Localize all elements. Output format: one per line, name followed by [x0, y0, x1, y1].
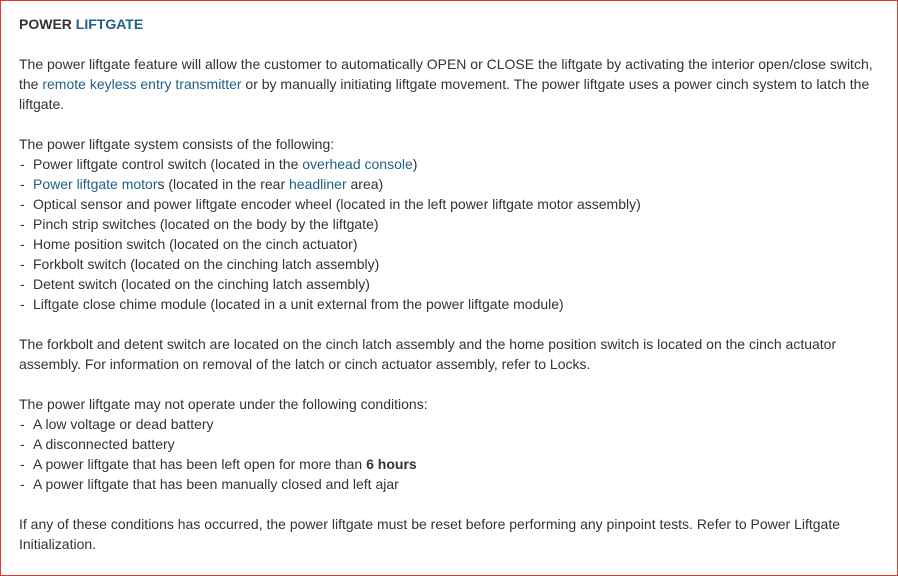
- list-dash: -: [20, 256, 25, 272]
- list-item: -Forkbolt switch (located on the cinchin…: [19, 254, 895, 274]
- list-item-text: Pinch strip switches (located on the bod…: [33, 216, 379, 232]
- spacer: [19, 34, 895, 54]
- list-item-text: area): [346, 176, 384, 192]
- intro-text-1: The power liftgate feature will allow th…: [19, 56, 873, 92]
- list-item: -A disconnected battery: [19, 434, 895, 454]
- list-item: -Optical sensor and power liftgate encod…: [19, 194, 895, 214]
- intro-text-2: or by manually initiating liftgate movem…: [19, 76, 870, 112]
- list-item: -Power liftgate motors (located in the r…: [19, 174, 895, 194]
- list-item: -Pinch strip switches (located on the bo…: [19, 214, 895, 234]
- list-item-text: ): [412, 156, 418, 172]
- list-item: -Liftgate close chime module (located in…: [19, 294, 895, 314]
- list-item-text: s (located in the rear: [157, 176, 290, 192]
- overhead-console-link[interactable]: overhead console: [302, 156, 413, 172]
- title-part-power: POWER: [19, 16, 72, 32]
- list-dash: -: [20, 196, 25, 212]
- list-item-text: A power liftgate that has been left open…: [33, 456, 367, 472]
- list-dash: -: [20, 456, 25, 472]
- list-item-text: A power liftgate that has been manually …: [33, 476, 399, 492]
- headliner-link[interactable]: headliner: [289, 176, 347, 192]
- list-item: -A power liftgate that has been left ope…: [19, 454, 895, 474]
- power-liftgate-motor-link[interactable]: Power liftgate motor: [33, 176, 158, 192]
- list-item-text: A low voltage or dead battery: [33, 416, 214, 432]
- list-dash: -: [20, 296, 25, 312]
- spacer: [19, 314, 895, 334]
- list-item-text: Optical sensor and power liftgate encode…: [33, 196, 641, 212]
- list-dash: -: [20, 476, 25, 492]
- page-title: POWER LIFTGATE: [19, 14, 895, 34]
- list-dash: -: [20, 276, 25, 292]
- list-item-text: Liftgate close chime module (located in …: [33, 296, 564, 312]
- list-item: -Detent switch (located on the cinching …: [19, 274, 895, 294]
- remote-keyless-entry-link[interactable]: remote keyless entry transmitter: [42, 76, 242, 92]
- switches-paragraph: The forkbolt and detent switch are locat…: [19, 336, 837, 372]
- conditions-list: -A low voltage or dead battery -A discon…: [19, 414, 895, 494]
- system-components-list: -Power liftgate control switch (located …: [19, 154, 895, 314]
- list-item-text: Forkbolt switch (located on the cinching…: [33, 256, 380, 272]
- list-item: -Power liftgate control switch (located …: [19, 154, 895, 174]
- intro-paragraph: The power liftgate feature will allow th…: [19, 54, 895, 114]
- list-dash: -: [20, 176, 25, 192]
- list-dash: -: [20, 416, 25, 432]
- list-dash: -: [20, 216, 25, 232]
- system-heading: The power liftgate system consists of th…: [19, 136, 335, 152]
- list-item: -A power liftgate that has been manually…: [19, 474, 895, 494]
- document-content: POWER LIFTGATE The power liftgate featur…: [19, 14, 895, 554]
- list-item-text: A disconnected battery: [33, 436, 175, 452]
- list-item: -Home position switch (located on the ci…: [19, 234, 895, 254]
- list-item-text: Power liftgate control switch (located i…: [33, 156, 303, 172]
- list-item: -A low voltage or dead battery: [19, 414, 895, 434]
- conditions-heading: The power liftgate may not operate under…: [19, 396, 428, 412]
- spacer: [19, 114, 895, 134]
- title-part-liftgate: LIFTGATE: [75, 16, 144, 32]
- six-hours-emphasis: 6 hours: [366, 456, 417, 472]
- list-dash: -: [20, 436, 25, 452]
- list-dash: -: [20, 156, 25, 172]
- spacer: [19, 494, 895, 514]
- spacer: [19, 374, 895, 394]
- closing-paragraph: If any of these conditions has occurred,…: [19, 516, 841, 552]
- list-item-text: Home position switch (located on the cin…: [33, 236, 358, 252]
- list-item-text: Detent switch (located on the cinching l…: [33, 276, 370, 292]
- list-dash: -: [20, 236, 25, 252]
